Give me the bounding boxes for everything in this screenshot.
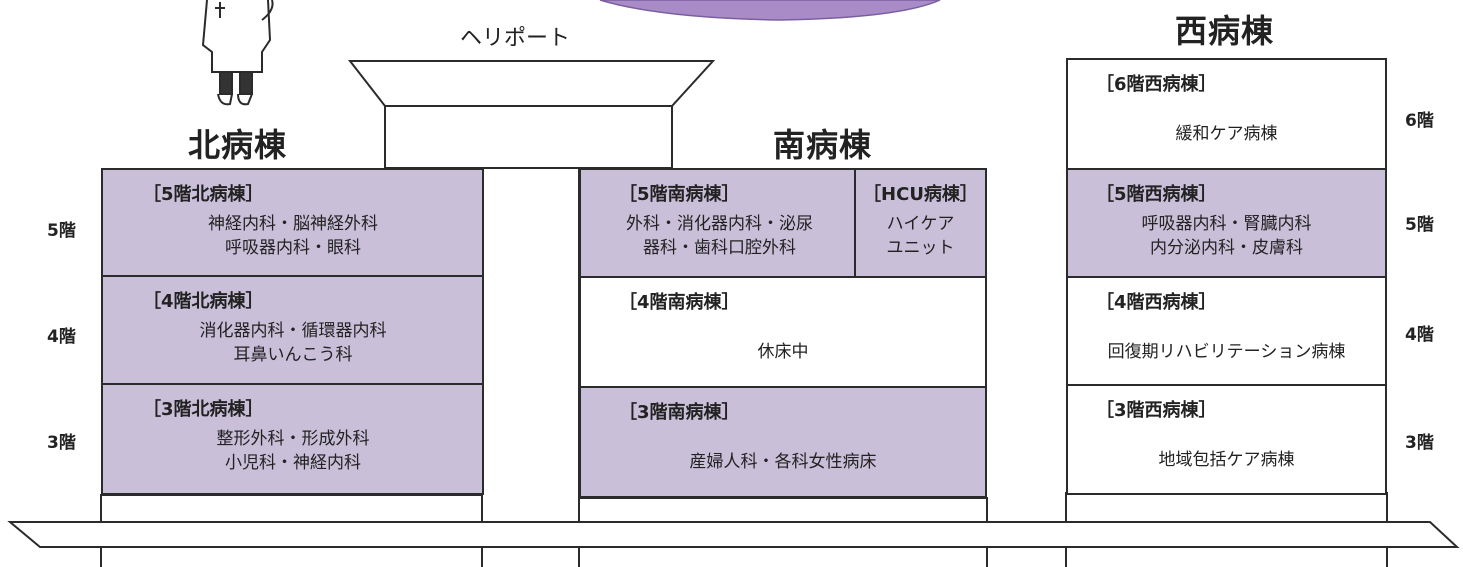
ward-title: ［5階南病棟］ (619, 184, 740, 205)
south-wing-title: 南病棟 (773, 126, 873, 164)
ward-departments: 呼吸器内科・腎臓内科 内分泌内科・皮膚科 (1141, 214, 1312, 258)
heliport-platform (347, 60, 716, 107)
north-floor-2 (100, 494, 483, 524)
ward-title: ［5階西病棟］ (1096, 184, 1217, 205)
ward-west-6f: ［6階西病棟］ 緩和ケア病棟 (1066, 58, 1387, 170)
ward-departments: 消化器内科・循環器内科 耳鼻いんこう科 (199, 321, 387, 365)
north-wing-title: 北病棟 (188, 126, 288, 164)
floor-label-4-left: 4階 (47, 327, 76, 347)
ward-departments: 休床中 (757, 342, 809, 362)
ward-north-5f: ［5階北病棟］ 神経内科・脳神経外科 呼吸器内科・眼科 (101, 168, 484, 277)
ward-hcu: ［HCU病棟］ ハイケア ユニット (854, 168, 987, 278)
banner-shape (599, 0, 941, 21)
floor-label-3-right: 3階 (1405, 433, 1434, 453)
ward-departments: 外科・消化器内科・泌尿 器科・歯科口腔外科 (626, 214, 813, 258)
ward-departments: 神経内科・脳神経外科 呼吸器内科・眼科 (208, 214, 378, 258)
ward-departments: 整形外科・形成外科 小児科・神経内科 (216, 429, 370, 473)
ward-title: ［3階西病棟］ (1096, 400, 1217, 421)
ward-departments: 緩和ケア病棟 (1175, 124, 1278, 144)
west-wing-title: 西病棟 (1175, 12, 1275, 50)
ward-departments: 回復期リハビリテーション病棟 (1107, 342, 1346, 362)
ward-title: ［4階南病棟］ (619, 292, 740, 313)
ward-west-3f: ［3階西病棟］ 地域包括ケア病棟 (1066, 384, 1387, 495)
ward-departments: 地域包括ケア病棟 (1158, 450, 1295, 470)
ward-west-5f: ［5階西病棟］ 呼吸器内科・腎臓内科 内分泌内科・皮膚科 (1066, 168, 1387, 278)
south-floor-2 (578, 497, 988, 524)
ward-west-4f: ［4階西病棟］ 回復期リハビリテーション病棟 (1066, 276, 1387, 386)
ward-south-3f: ［3階南病棟］ 産婦人科・各科女性病床 (579, 386, 987, 498)
ward-north-3f: ［3階北病棟］ 整形外科・形成外科 小児科・神経内科 (101, 383, 484, 495)
ward-title: ［6階西病棟］ (1096, 74, 1217, 95)
ward-title: ［HCU病棟］ (863, 184, 978, 205)
ward-title: ［4階北病棟］ (143, 291, 264, 312)
ground-slab (7, 521, 1460, 548)
ward-departments: ハイケア ユニット (886, 214, 955, 258)
heliport-tower (384, 105, 673, 169)
floor-label-3-left: 3階 (47, 433, 76, 453)
ward-north-4f: ［4階北病棟］ 消化器内科・循環器内科 耳鼻いんこう科 (101, 275, 484, 385)
ward-title: ［3階北病棟］ (143, 399, 264, 420)
ward-title: ［4階西病棟］ (1096, 292, 1217, 313)
floor-label-6-right: 6階 (1405, 111, 1434, 131)
floor-label-5-left: 5階 (47, 221, 76, 241)
ward-south-4f: ［4階南病棟］ 休床中 (579, 276, 987, 388)
ward-title: ［5階北病棟］ (143, 184, 264, 205)
corridor-north-south (481, 167, 580, 524)
doctor-illustration (201, 0, 274, 106)
heliport-label: ヘリポート (460, 26, 571, 51)
ward-departments: 産婦人科・各科女性病床 (689, 452, 877, 472)
floor-label-4-right: 4階 (1405, 325, 1434, 345)
ward-south-5f: ［5階南病棟］ 外科・消化器内科・泌尿 器科・歯科口腔外科 (579, 168, 856, 278)
west-floor-2 (1065, 492, 1388, 524)
floor-label-5-right: 5階 (1405, 215, 1434, 235)
ward-title: ［3階南病棟］ (619, 402, 740, 423)
